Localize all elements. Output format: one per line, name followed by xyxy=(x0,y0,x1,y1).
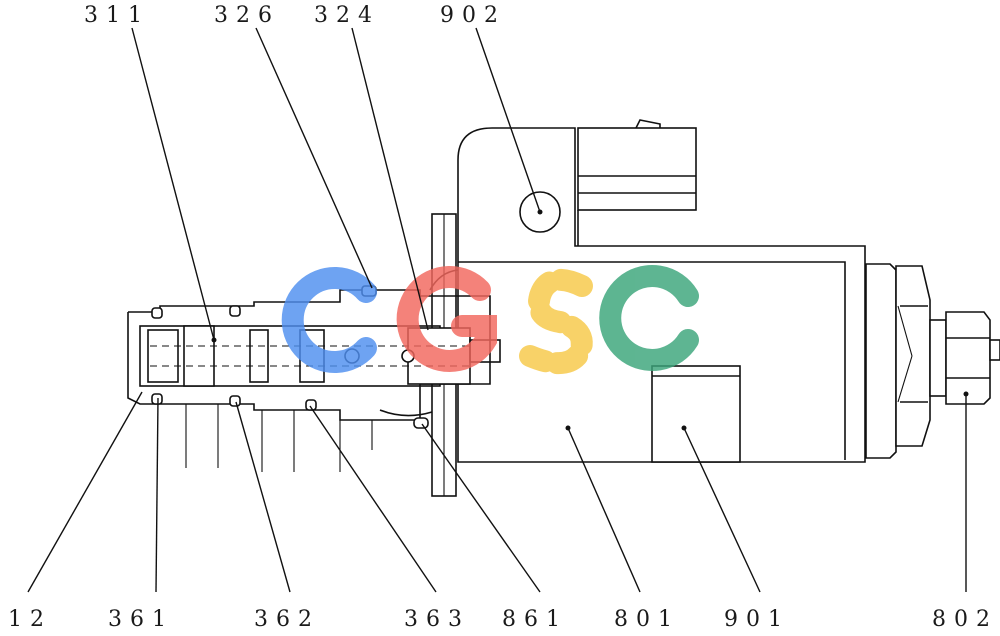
label-324: 324 xyxy=(314,3,380,28)
label-362: 362 xyxy=(254,607,320,632)
label-801: 801 xyxy=(614,607,680,632)
watermark-letter-g xyxy=(396,266,497,372)
label-12: 12 xyxy=(8,607,52,632)
label-363: 363 xyxy=(404,607,470,632)
watermark-letter-c1 xyxy=(281,267,377,373)
lock-nut xyxy=(865,263,947,459)
cgsc-watermark xyxy=(281,265,699,374)
label-361: 361 xyxy=(108,607,174,632)
label-326: 326 xyxy=(214,3,280,28)
label-861: 861 xyxy=(502,607,568,632)
watermark-letter-c2 xyxy=(599,265,699,371)
label-311: 311 xyxy=(84,3,150,28)
label-901: 901 xyxy=(724,607,790,632)
label-802: 802 xyxy=(932,607,998,632)
watermark-letter-s xyxy=(519,268,593,374)
label-902: 902 xyxy=(440,3,506,28)
connector-housing xyxy=(577,119,697,246)
leader-lines xyxy=(27,27,967,593)
nameplate xyxy=(651,365,741,463)
leader-dots xyxy=(211,209,969,431)
adjust-nut xyxy=(945,311,1000,405)
part-labels: 311 326 324 902 12 361 362 363 861 801 9… xyxy=(8,3,998,632)
